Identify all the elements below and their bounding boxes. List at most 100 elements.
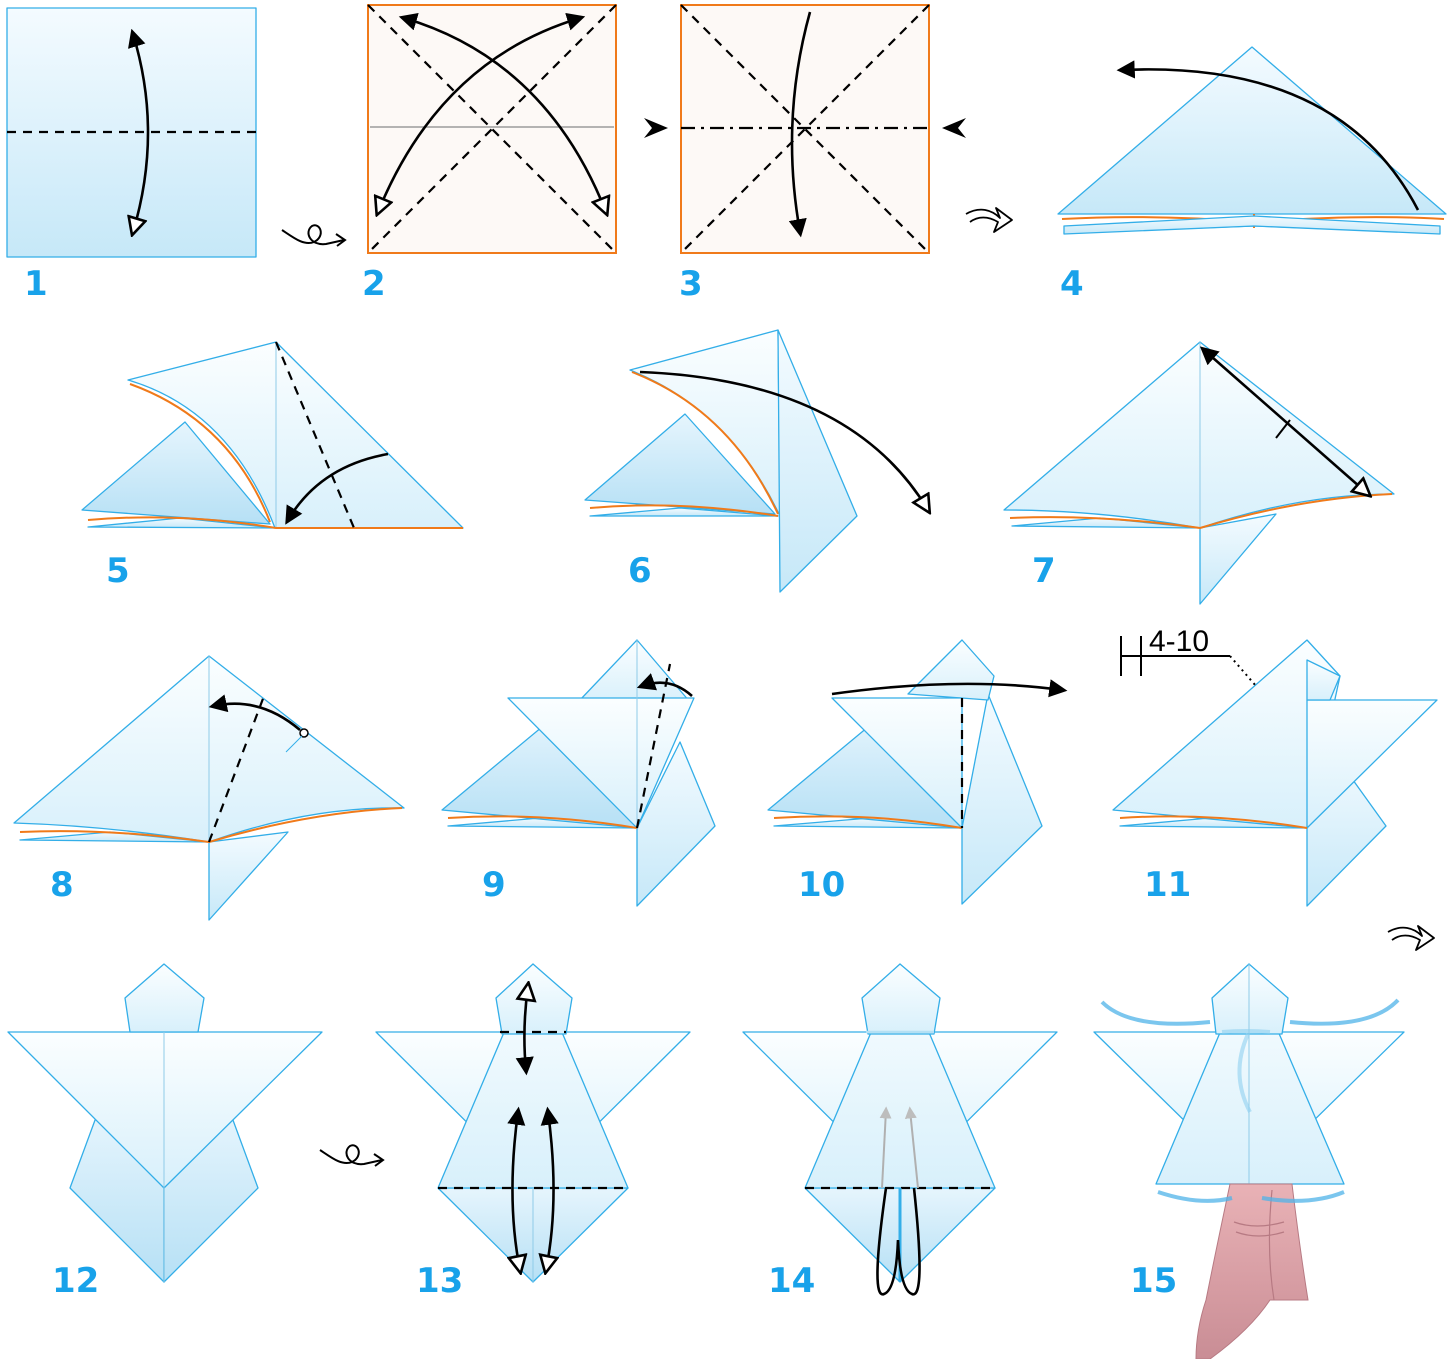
step-12-diagram [7,963,323,1283]
paper-triangle [1112,639,1341,829]
paper-base [589,504,779,517]
paper-right-wing [1306,699,1438,829]
finger-side [1268,1189,1275,1301]
paper-reverse-edge [129,383,271,523]
step-number: 6 [628,551,652,591]
step-10-diagram [767,639,1068,905]
fold-arrow [1204,350,1368,494]
paper-base [1009,493,1393,530]
tuck-arrow [904,1106,919,1189]
step-number: 13 [416,1261,463,1301]
step-number: 7 [1032,551,1056,591]
step-number: 11 [1144,865,1191,905]
valley-fold-line [680,4,930,254]
push-in-arrow-icon [942,118,966,138]
paper-triangle [1057,46,1447,215]
step-4-diagram [1057,46,1447,235]
tuck-arrow [879,1106,892,1189]
step-5-diagram [81,341,464,529]
step-number: 3 [679,264,703,304]
paper-head [1211,963,1289,1035]
step-number: 14 [768,1261,815,1301]
valley-fold-line [635,663,672,829]
step-11-diagram: 4-10 [1112,625,1438,907]
rotate-icon [1387,925,1435,951]
paper-base [773,815,963,829]
repeat-icon [1120,636,1257,687]
fold-arrow [524,986,528,1070]
step-14-diagram [742,963,1058,1296]
step-3-diagram [644,4,966,254]
paper-base [447,815,638,829]
step-number: 5 [106,551,130,591]
step-1-diagram [6,7,257,258]
step-number: 10 [798,865,845,905]
step-number: 12 [52,1261,99,1301]
fold-arrow [208,694,301,731]
reference-crease [285,735,303,753]
finger-knuckle [1233,1221,1285,1227]
turn-over-icon [281,224,347,247]
fold-arrow [831,679,1068,698]
fold-arrow [133,34,150,232]
step-13-diagram [375,963,691,1283]
paper-back-layer [87,517,276,529]
step-15-diagram [1093,963,1405,1359]
paper-base [87,516,463,529]
turn-over-icon [319,1144,385,1167]
step-number: 2 [362,264,386,304]
motion-line [1100,1000,1211,1026]
motion-line [1289,998,1400,1026]
fold-arrow [285,452,389,525]
step-2-diagram [367,4,617,254]
finger [1195,1183,1309,1359]
paper-lower-flap [636,741,716,907]
paper-base [1119,815,1308,829]
motion-line [1237,1033,1252,1113]
paper-top-flap [907,639,995,701]
paper-front-flap [1063,215,1441,235]
paper-back-layer [589,507,779,517]
tuck-loop [876,1187,921,1296]
valley-fold-line [207,695,266,843]
motion-line [1261,1190,1345,1203]
step-6-diagram [584,329,928,593]
rotate-icon [965,207,1013,233]
motion-line [1157,1190,1233,1203]
paper-lower-flap [1199,513,1277,605]
fold-arrow [1116,60,1420,211]
fold-arrow [512,1112,520,1270]
paper-lower-flap [961,693,1043,905]
paper-head [861,963,941,1035]
paper-triangle [1003,341,1395,529]
fold-arrow [639,370,928,510]
midpoint-mark [1275,419,1291,439]
paper-head [495,963,573,1035]
step-number: 8 [50,865,74,905]
step-number: 9 [482,865,506,905]
finger-knuckle [1235,1231,1285,1237]
paper-lower-flap [208,831,289,921]
fold-arrow [404,18,606,212]
step-7-diagram [1003,341,1395,605]
paper-wings [7,1031,323,1189]
paper-reverse-edge [631,371,779,515]
step-9-diagram [441,639,716,907]
paper-folded-wing [507,697,695,829]
paper-top-fold [1306,659,1341,701]
valley-fold-line [680,4,930,254]
paper-side-flap [777,329,858,593]
fold-arrow [546,1112,554,1270]
paper-head [124,963,205,1033]
paper-top-flap [579,639,691,703]
step-8-diagram [13,655,405,921]
step-number: 4 [1060,264,1084,304]
step-number: 15 [1130,1261,1177,1301]
valley-fold-line [274,341,356,529]
fold-arrow [788,11,812,238]
reference-point [299,728,309,738]
paper-back-triangle [584,413,776,515]
fold-arrow [636,673,693,697]
repeat-steps-label: 4-10 [1149,625,1209,658]
